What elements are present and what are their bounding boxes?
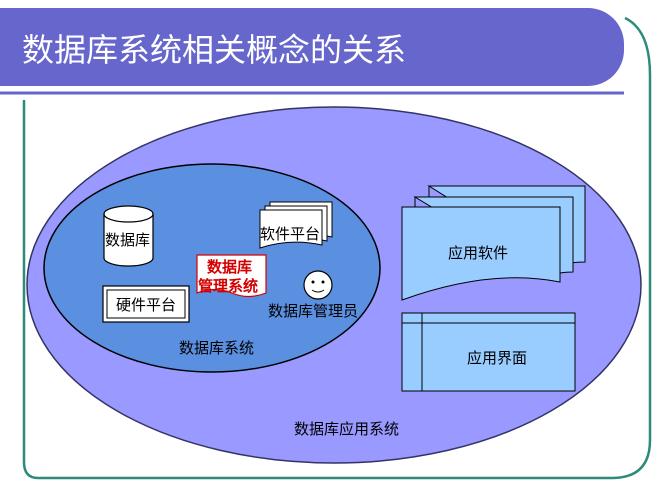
application-system-label: 数据库应用系统	[294, 420, 399, 438]
application-interface-window	[401, 312, 576, 392]
hardware-platform-label: 硬件平台	[116, 296, 176, 314]
dbms-label-line1: 数据库	[207, 258, 252, 276]
software-platform-label: 软件平台	[260, 225, 320, 243]
slide-frame	[22, 16, 652, 480]
dba-label: 数据库管理员	[268, 302, 358, 320]
page-title: 数据库系统相关概念的关系	[22, 31, 406, 69]
smiley-face-icon	[303, 270, 333, 300]
application-software-icon	[401, 185, 586, 301]
software-platform-icon	[259, 201, 333, 249]
application-software-label: 应用软件	[448, 244, 508, 262]
hardware-platform-box	[102, 285, 190, 323]
database-system-label: 数据库系统	[179, 339, 254, 357]
title-bar	[0, 8, 624, 86]
database-label: 数据库	[105, 231, 150, 249]
database-cylinder-icon	[103, 205, 154, 267]
application-interface-label: 应用界面	[467, 349, 527, 367]
dbms-label-line2: 管理系统	[198, 277, 258, 295]
dbms-shape	[196, 254, 267, 298]
